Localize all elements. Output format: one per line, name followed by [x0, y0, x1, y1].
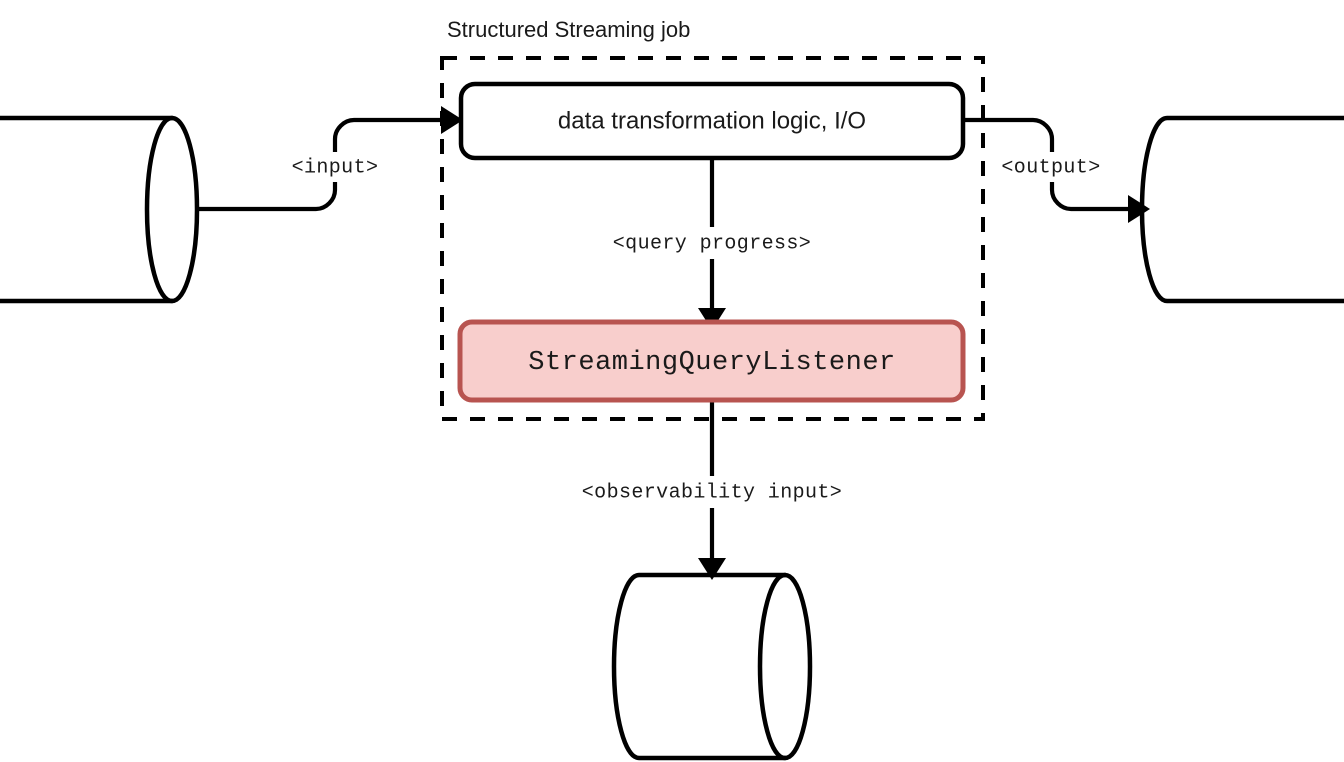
query-progress-label-backdrop [592, 227, 833, 259]
observability-connector: <observability input> [552, 400, 872, 580]
streaming-query-listener-label: StreamingQueryListener [528, 348, 895, 378]
source-datastore-cylinder [0, 115, 200, 304]
output-edge-label: <output> [1001, 156, 1100, 179]
observability-arrowhead [698, 558, 726, 580]
output-label-backdrop [991, 152, 1111, 182]
input-arrowhead [441, 106, 463, 134]
sink-datastore-cylinder [1139, 115, 1344, 304]
observability-edge-label: <observability input> [582, 481, 842, 504]
observability-label-backdrop [552, 476, 872, 508]
query-progress-edge-label: <query progress> [613, 232, 811, 255]
streaming-query-listener-box[interactable]: StreamingQueryListener [457, 319, 966, 403]
diagram-title: Structured Streaming job [447, 17, 690, 42]
output-arrowhead [1128, 195, 1150, 223]
input-edge-label: <input> [292, 156, 379, 179]
input-connector: <input> [197, 106, 463, 212]
data-transformation-box-label: data transformation logic, I/O [558, 107, 866, 134]
data-transformation-box[interactable]: data transformation logic, I/O [458, 81, 966, 161]
output-connector: <output> [963, 117, 1150, 223]
query-progress-arrowhead [698, 308, 726, 330]
observability-datastore-cylinder [611, 572, 813, 761]
input-label-backdrop [272, 152, 398, 182]
query-progress-connector: <query progress> [592, 158, 833, 330]
